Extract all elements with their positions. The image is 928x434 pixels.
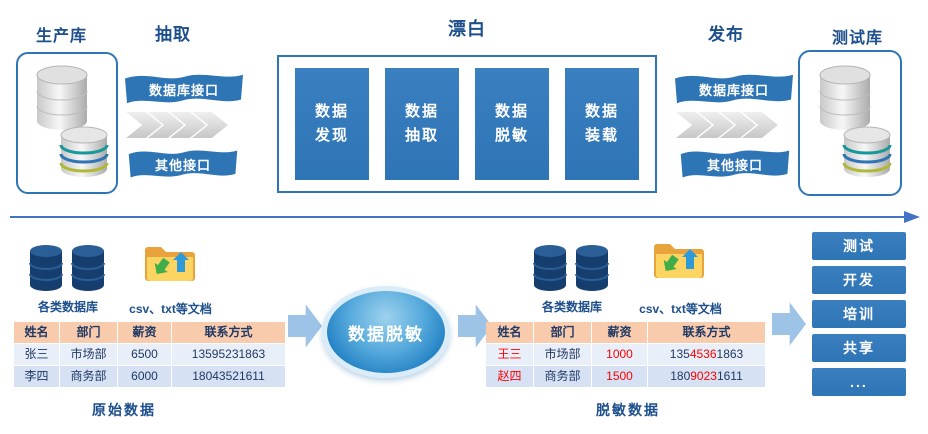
data-masking-bubble: 数据脱敏: [322, 286, 450, 378]
right-databases-icon: [533, 245, 609, 291]
right-files-folder-icon: [654, 244, 704, 278]
original-data-table: 姓名 部门 薪资 联系方式 张三 市场部 6500 13595231863 李四…: [14, 322, 286, 388]
production-database-icon: [36, 65, 109, 177]
phone-suffix: 1863: [716, 347, 744, 361]
phone-masked-digits: 4536: [689, 347, 717, 361]
cell-phone: 18043521611: [172, 366, 286, 388]
arrow-to-outputs-icon: [772, 302, 806, 346]
cell-dept: 商务部: [60, 366, 118, 388]
output-list: 测试 开发 培训 共享 ...: [812, 232, 906, 396]
publish-ribbon-other-interface: 其他接口: [678, 146, 792, 182]
ribbon-label: 数据库接口: [148, 82, 219, 98]
header-cell: 薪资: [118, 322, 172, 344]
phone-masked-digits: 9023: [690, 369, 717, 383]
extract-ribbon-db-interface: 数据库接口: [122, 70, 246, 108]
left-files-label: csv、txt等文档: [129, 302, 212, 316]
step-data-masking: 数据 脱敏: [475, 68, 549, 180]
extract-ribbon-other-interface: 其他接口: [126, 146, 240, 182]
cell-phone-masked: 18090231611: [648, 366, 766, 388]
bleach-title: 漂白: [448, 19, 486, 39]
cell-name-masked: 赵四: [486, 366, 534, 388]
publish-chevron-arrows: [676, 112, 778, 138]
output-sharing: 共享: [812, 334, 906, 362]
header-cell: 姓名: [486, 322, 534, 344]
right-databases-label: 各类数据库: [541, 300, 602, 314]
test-db-frame: [798, 50, 902, 196]
ribbon-label: 数据库接口: [698, 82, 769, 98]
step-data-discovery: 数据 发现: [295, 68, 369, 180]
cell-salary: 6500: [118, 344, 172, 366]
test-database-icon: [819, 65, 892, 177]
cell-dept: 市场部: [534, 344, 592, 366]
phone-prefix: 135: [669, 347, 690, 361]
header-cell: 姓名: [14, 322, 60, 344]
ribbon-shape: [680, 150, 790, 178]
header-cell: 部门: [534, 322, 592, 344]
right-files-label: csv、txt等文档: [639, 302, 722, 316]
output-more: ...: [812, 368, 906, 396]
header-cell: 联系方式: [172, 322, 286, 344]
flow-arrow: [10, 211, 920, 223]
header-cell: 薪资: [592, 322, 648, 344]
cell-dept: 商务部: [534, 366, 592, 388]
bleach-process-box: 数据 发现 数据 抽取 数据 脱敏 数据 装载: [277, 55, 657, 193]
cell-salary-masked: 1000: [592, 344, 648, 366]
ribbon-shape: [675, 74, 793, 104]
ribbon-label: 其他接口: [706, 157, 763, 173]
production-db-title: 生产库: [36, 28, 88, 45]
output-dev: 开发: [812, 266, 906, 294]
cell-phone: 13595231863: [172, 344, 286, 366]
header-cell: 部门: [60, 322, 118, 344]
left-databases-icon: [29, 245, 105, 291]
ribbon-shape: [125, 74, 243, 104]
cell-name-masked: 王三: [486, 344, 534, 366]
publish-ribbon-db-interface: 数据库接口: [672, 70, 796, 108]
original-data-caption: 原始数据: [92, 402, 156, 418]
left-databases-label: 各类数据库: [37, 300, 98, 314]
phone-prefix: 180: [670, 369, 691, 383]
phone-suffix: 1611: [716, 369, 743, 383]
cell-phone-masked: 13545361863: [648, 344, 766, 366]
test-db-title: 测试库: [832, 30, 884, 47]
cell-name: 李四: [14, 366, 60, 388]
masked-data-table: 姓名 部门 薪资 联系方式 王三 市场部 1000 13545361863 赵四…: [486, 322, 766, 388]
masked-data-caption: 脱敏数据: [596, 402, 660, 418]
header-cell: 联系方式: [648, 322, 766, 344]
publish-title: 发布: [708, 25, 744, 44]
ribbon-shape: [128, 150, 238, 178]
left-files-folder-icon: [145, 247, 195, 281]
cell-salary: 6000: [118, 366, 172, 388]
cell-dept: 市场部: [60, 344, 118, 366]
cell-salary-masked: 1500: [592, 366, 648, 388]
extract-title: 抽取: [155, 25, 191, 44]
cell-name: 张三: [14, 344, 60, 366]
ribbon-label: 其他接口: [154, 157, 211, 173]
extract-chevron-arrows: [126, 112, 228, 138]
output-training: 培训: [812, 300, 906, 328]
step-data-extraction: 数据 抽取: [385, 68, 459, 180]
step-data-loading: 数据 装载: [565, 68, 639, 180]
output-test: 测试: [812, 232, 906, 260]
production-db-frame: [16, 52, 118, 194]
arrow-to-masking-icon: [288, 304, 322, 348]
